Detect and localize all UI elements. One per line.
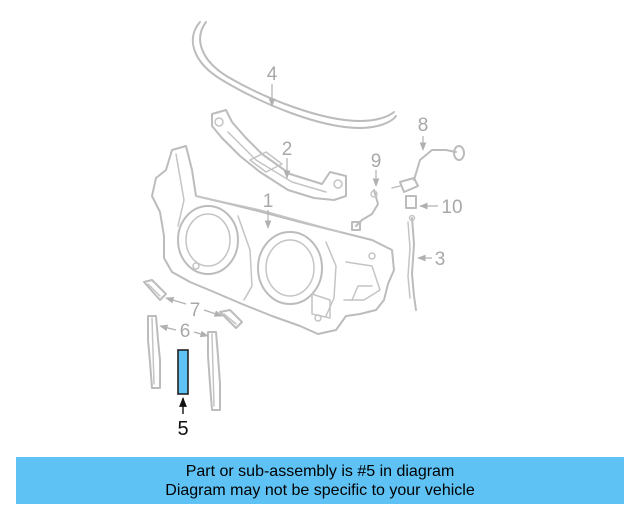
banner-line-part: Part or sub-assembly is #5 in diagram <box>185 462 455 480</box>
part-7-seals <box>143 279 243 329</box>
callout-7: 7 <box>190 300 201 321</box>
callout-9: 9 <box>371 151 382 172</box>
part-8-sensor-harness <box>391 145 465 193</box>
callout-3: 3 <box>435 249 446 270</box>
part-1-front-carrier <box>151 145 395 335</box>
leader-lines <box>159 84 438 414</box>
part-4-hood-seal <box>191 21 397 129</box>
parts-diagram: 1 2 3 4 5 6 7 8 9 10 <box>143 21 465 440</box>
callout-8: 8 <box>418 115 429 136</box>
callout-5: 5 <box>177 418 188 440</box>
info-banner: Part or sub-assembly is #5 in diagram Di… <box>16 457 624 504</box>
part-5-highlighted-strip <box>177 349 189 395</box>
part-10-clip <box>405 195 417 209</box>
part-3-side-rod <box>407 214 417 311</box>
callout-10: 10 <box>441 197 462 218</box>
callout-4: 4 <box>267 64 278 85</box>
callout-labels: 1 2 3 4 5 6 7 8 9 10 <box>177 64 462 440</box>
callout-6: 6 <box>180 321 191 342</box>
part-9-sensor <box>351 189 379 231</box>
banner-line-disclaimer: Diagram may not be specific to your vehi… <box>165 481 475 499</box>
part-2-upper-bracket <box>211 109 347 201</box>
callout-2: 2 <box>282 139 293 160</box>
callout-1: 1 <box>263 191 274 212</box>
part-6-side-brackets <box>147 315 221 411</box>
